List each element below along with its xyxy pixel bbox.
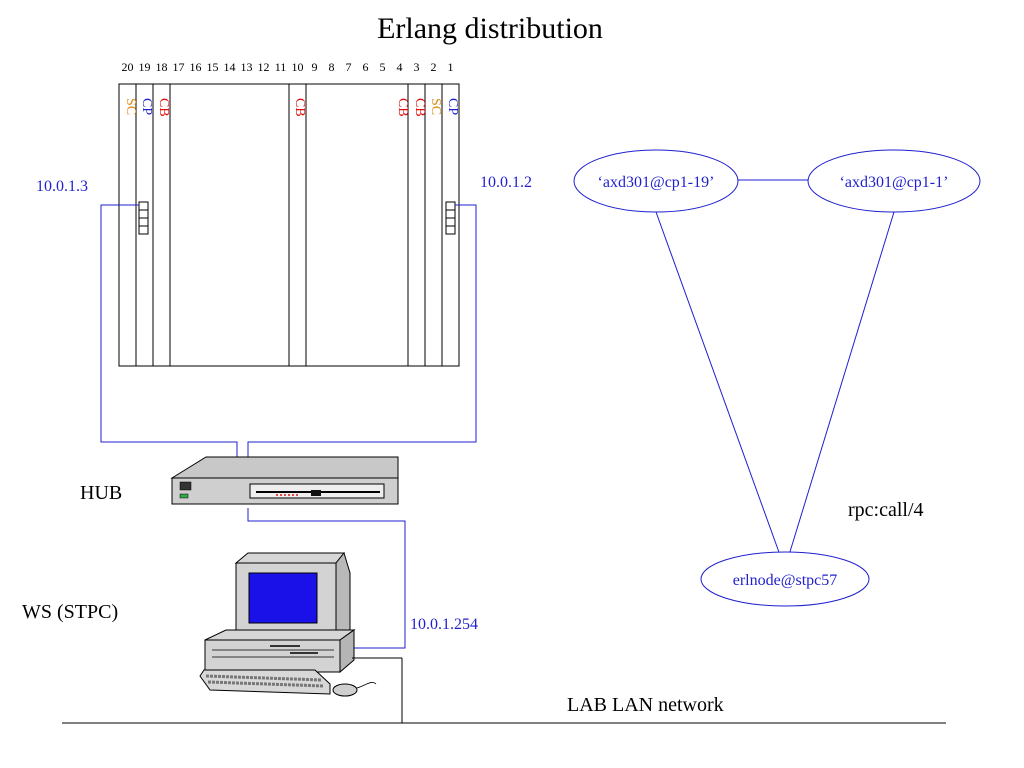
slot-number: 8 [329,60,335,74]
node-cp1-label: ‘axd301@cp1-1’ [840,174,949,191]
monitor-screen [248,572,318,624]
diagram-title: Erlang distribution [377,12,603,45]
slot-number: 16 [190,60,202,74]
board-label-sc-3: SC [428,98,443,115]
port-cp-19 [138,201,149,235]
cable-workstation [247,508,406,649]
workstation-computer [199,551,377,697]
board-label-cp-2: CP [445,98,460,115]
node-cp19-label: ‘axd301@cp1-19’ [598,174,715,191]
board-label-cp-19: CP [139,98,154,115]
ip-label-workstation: 10.0.1.254 [410,616,478,633]
rpc-call-label: rpc:call/4 [848,499,924,521]
ip-label-right: 10.0.1.2 [480,174,532,191]
slot-number: 9 [312,60,318,74]
slot-number: 12 [258,60,270,74]
hub-device [170,456,399,505]
node-links [655,179,895,556]
slot-number: 18 [156,60,168,74]
board-label-cb-5: CB [395,98,410,117]
slot-number: 10 [292,60,304,74]
board-label-cb-18: CB [156,98,171,117]
slot-number: 4 [397,60,403,74]
slot-number: 14 [224,60,236,74]
board-label-sc-20: SC [123,98,138,115]
slot-number: 19 [139,60,151,74]
network-cables [100,204,477,649]
slot-number: 6 [363,60,369,74]
hub-label: HUB [80,482,122,504]
node-cp1: ‘axd301@cp1-1’ [807,149,981,213]
board-label-cb-4: CB [412,98,427,117]
slot-number: 13 [241,60,253,74]
slot-number: 3 [414,60,420,74]
slot-number: 5 [380,60,386,74]
slot-number: 7 [346,60,352,74]
subrack: SC CP CB CB CB CB SC CP [118,83,460,367]
port-cp-2 [445,201,456,235]
node-stpc: erlnode@stpc57 [700,551,870,607]
workstation-label: WS (STPC) [22,601,118,623]
slot-dividers [135,84,443,366]
board-label-cb-11: CB [292,98,307,117]
node-stpc-label: erlnode@stpc57 [733,572,837,589]
slot-number: 20 [122,60,134,74]
mouse [332,683,358,697]
ip-label-left: 10.0.1.3 [36,178,88,195]
slot-number: 2 [431,60,437,74]
slot-number: 11 [275,60,287,74]
slot-number: 1 [448,60,454,74]
link-cp1-stpc [788,211,895,556]
node-cp19: ‘axd301@cp1-19’ [573,149,739,213]
link-cp19-stpc [655,211,781,556]
slot-number: 15 [207,60,219,74]
cable-left [100,204,238,458]
lan-label: LAB LAN network [567,694,724,716]
slot-number: 17 [173,60,185,74]
cable-right [247,204,477,458]
